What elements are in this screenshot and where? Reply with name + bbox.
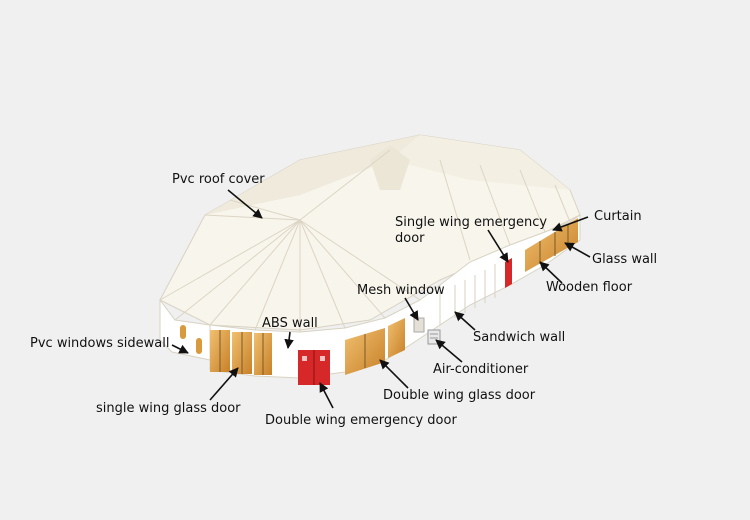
label-single-wing-emergency-door-line2: door xyxy=(395,231,425,246)
arrow-single-wing-glass-door xyxy=(209,367,239,401)
double-wing-emergency-door xyxy=(298,350,330,385)
label-pvc-roof-cover: Pvc roof cover xyxy=(172,172,265,187)
label-pvc-windows-sidewall: Pvc windows sidewall xyxy=(30,336,170,351)
arrow-single-wing-emergency-door xyxy=(487,229,509,263)
arrow-curtain xyxy=(552,216,589,232)
label-abs-wall: ABS wall xyxy=(262,316,318,331)
single-wing-emergency-door xyxy=(505,258,512,288)
arrow-double-wing-glass-door xyxy=(379,359,409,389)
double-wing-glass-door-panels xyxy=(345,318,405,375)
arrow-pvc-windows-sidewall xyxy=(171,344,189,354)
tent-roof xyxy=(159,134,581,332)
pvc-windows xyxy=(180,325,202,354)
label-double-wing-emergency-door: Double wing emergency door xyxy=(265,413,457,428)
label-air-conditioner: Air-conditioner xyxy=(433,362,529,377)
arrow-pvc-roof-cover xyxy=(227,189,263,219)
sandwich-wall-lines xyxy=(454,264,496,318)
label-single-wing-glass-door: single wing glass door xyxy=(96,401,241,416)
arrow-wooden-floor xyxy=(539,261,563,284)
label-sandwich-wall: Sandwich wall xyxy=(473,330,566,345)
glass-door-panels xyxy=(210,330,272,375)
arrow-abs-wall xyxy=(284,331,294,349)
label-double-wing-glass-door: Double wing glass door xyxy=(383,388,536,403)
arrows xyxy=(171,189,591,409)
label-glass-wall: Glass wall xyxy=(592,252,658,267)
mesh-window-shape xyxy=(413,317,425,333)
label-single-wing-emergency-door: Single wing emergency door xyxy=(395,215,547,247)
arrow-double-wing-emergency-door xyxy=(319,382,334,409)
arrow-sandwich-wall xyxy=(454,311,476,331)
arrow-glass-wall xyxy=(564,242,591,258)
label-wooden-floor: Wooden floor xyxy=(546,280,633,295)
label-mesh-window: Mesh window xyxy=(357,283,445,298)
label-single-wing-emergency-door-line1: Single wing emergency xyxy=(395,215,548,230)
label-curtain: Curtain xyxy=(594,209,642,224)
arrow-mesh-window xyxy=(404,297,419,321)
arrow-air-conditioner xyxy=(435,339,463,363)
